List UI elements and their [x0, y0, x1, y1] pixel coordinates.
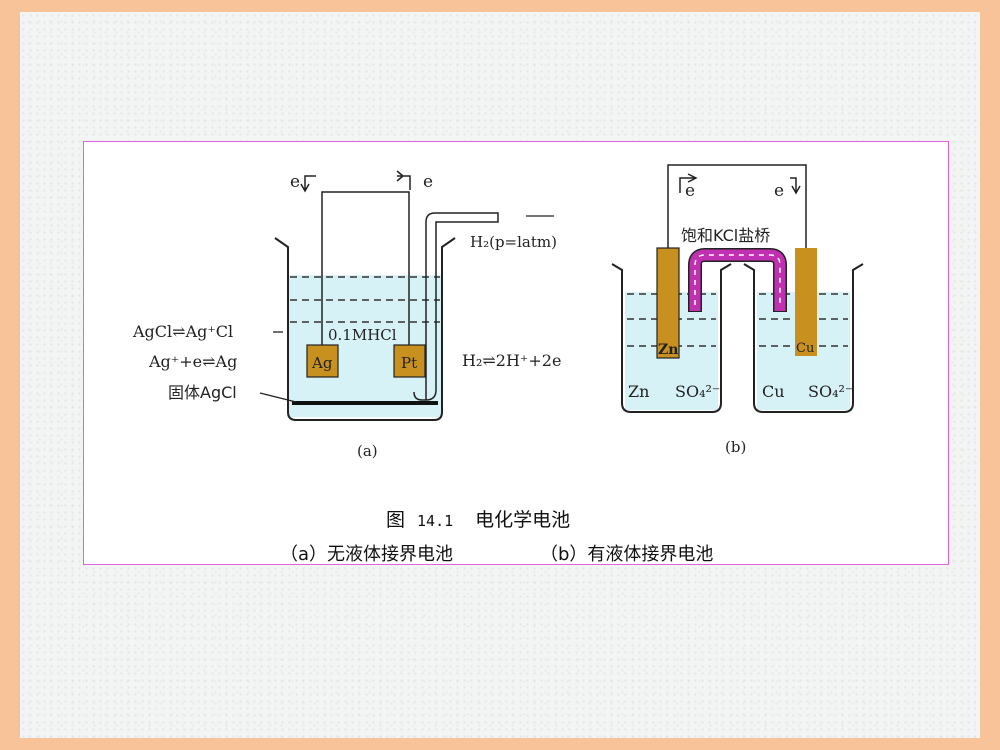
cell-b-electron-right: e	[774, 181, 784, 201]
cell-b-sub-label: (b)	[725, 438, 746, 456]
figure-word: 图	[386, 509, 406, 531]
cell-b-cu-electrode-label: Cu	[796, 341, 814, 356]
cell-b-salt-bridge-dashes	[694, 254, 781, 305]
figure-title: 图 14.1 电化学电池	[386, 505, 570, 532]
cell-b: e e 饱和KCl盐桥 Zn Cu Zn SO₄²⁻ Cu SO₄²⁻ (b)	[611, 164, 864, 456]
cell-a-electron-left: e	[290, 172, 300, 192]
cell-a-h2-reaction: H₂⇌2H⁺+2e	[462, 351, 561, 370]
cell-b-left-ion-1: Zn	[628, 382, 649, 401]
cell-a-ag-label: Ag	[311, 354, 333, 372]
cell-a-electron-right: e	[423, 172, 433, 192]
cell-a-solid-agcl-label: 固体AgCl	[168, 383, 237, 402]
cell-a-electron-arrow-right	[396, 170, 411, 190]
cell-a-solid-leader	[259, 392, 297, 403]
cell-a-external-wire	[321, 191, 410, 345]
cell-b-electron-left: e	[685, 181, 695, 201]
cell-b-left-beaker	[611, 263, 732, 413]
cell-a-pt-electrode	[393, 344, 426, 378]
cell-b-right-beaker	[743, 263, 864, 413]
cell-b-zn-electrode-label: Zn	[658, 342, 678, 358]
cell-a-reaction-1: AgCl⇌Ag⁺Cl	[132, 322, 233, 341]
cell-a-ag-electrode	[306, 344, 339, 378]
cell-a-beaker	[274, 237, 456, 421]
cell-b-salt-bridge-label: 饱和KCl盐桥	[681, 226, 770, 245]
figure-number: 14.1	[417, 512, 454, 530]
cell-b-electron-arrow-left	[679, 173, 698, 193]
sub-caption-a: （a）无液体接界电池	[280, 544, 454, 565]
cell-a-liquid-lines	[290, 276, 440, 323]
cell-a-h2-gas-label: H₂(p=latm)	[470, 233, 557, 251]
cell-a-pt-label: Pt	[401, 354, 417, 372]
cell-b-cu-electrode	[795, 248, 817, 356]
cell-a-electron-arrow-left	[300, 175, 316, 193]
cell-a: e e H₂(p=latm) Ag Pt 0.1MHCl AgCl⇌Ag⁺Cl …	[132, 170, 561, 460]
cell-a-solution-label: 0.1MHCl	[328, 326, 397, 344]
cell-b-electron-arrow-right	[790, 177, 801, 195]
cell-b-right-ion-1: Cu	[762, 382, 785, 401]
cell-a-h2-inlet-tube	[413, 212, 499, 401]
sub-caption-b: （b）有液体接界电池	[540, 544, 714, 565]
cell-a-reaction-2: Ag⁺+e⇌Ag	[148, 352, 237, 371]
cell-b-zn-electrode	[656, 247, 680, 359]
cell-b-right-ion-2: SO₄²⁻	[808, 382, 853, 401]
cell-a-sub-label: (a)	[357, 442, 378, 460]
cell-b-left-ion-2: SO₄²⁻	[675, 382, 720, 401]
figure-title-text: 电化学电池	[475, 509, 571, 531]
cell-b-external-wire	[667, 164, 807, 248]
